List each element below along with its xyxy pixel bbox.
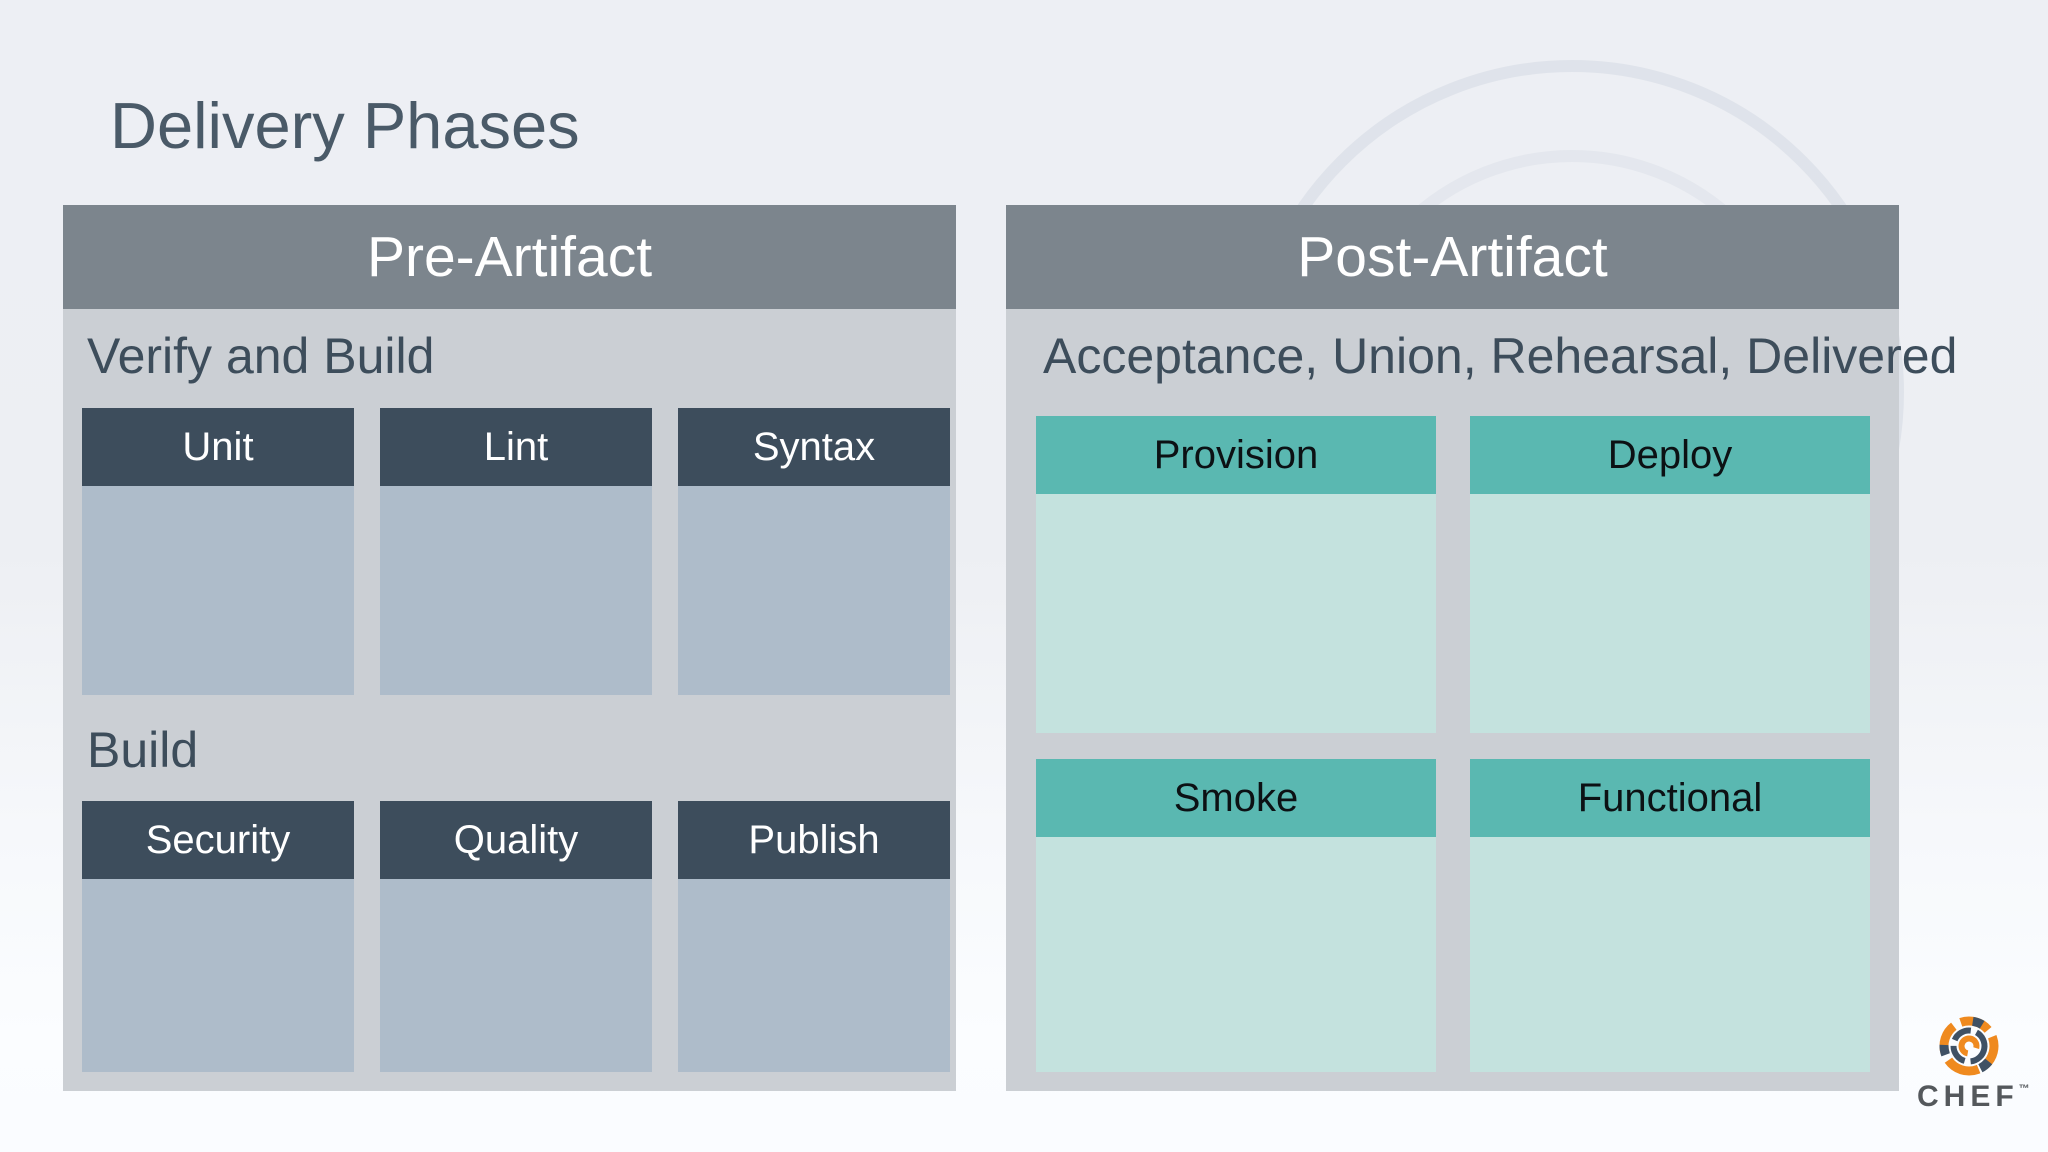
phase-cell: Smoke <box>1036 759 1436 1072</box>
section-label: Verify and Build <box>87 328 435 384</box>
phase-cell-title: Provision <box>1036 416 1436 494</box>
phase-cell: Functional <box>1470 759 1870 1072</box>
phase-cell-body <box>380 486 652 695</box>
phase-cell-title: Unit <box>82 408 354 486</box>
phase-cell-body <box>82 486 354 695</box>
chef-wordmark: CHEF <box>1917 1080 2019 1113</box>
phase-cell-body <box>380 879 652 1072</box>
phase-cell: Security <box>82 801 354 1072</box>
phase-cell-title: Quality <box>380 801 652 879</box>
cell-row: Unit Lint Syntax <box>82 408 950 695</box>
phase-cell: Syntax <box>678 408 950 695</box>
chef-logo-icon <box>1939 1016 1999 1076</box>
panel-pre-artifact: Pre-Artifact Verify and Build Unit Lint … <box>63 205 956 1091</box>
phase-cell: Publish <box>678 801 950 1072</box>
panel-title: Post-Artifact <box>1006 205 1899 309</box>
panel-post-artifact: Post-Artifact Acceptance, Union, Rehears… <box>1006 205 1957 1091</box>
phase-cell-body <box>1470 837 1870 1072</box>
phase-cell: Quality <box>380 801 652 1072</box>
slide-title: Delivery Phases <box>110 89 580 162</box>
phase-cell-body <box>1470 494 1870 733</box>
phase-cell-title: Publish <box>678 801 950 879</box>
phase-cell-body <box>678 486 950 695</box>
phase-cell-body <box>82 879 354 1072</box>
phase-cell-title: Syntax <box>678 408 950 486</box>
phase-cell: Unit <box>82 408 354 695</box>
cell-row: Provision Deploy <box>1036 416 1870 733</box>
phase-cell: Lint <box>380 408 652 695</box>
chef-logo: CHEF™ <box>1917 1014 2030 1114</box>
phase-cell-title: Functional <box>1470 759 1870 837</box>
phase-cell-body <box>1036 494 1436 733</box>
panel-title: Pre-Artifact <box>63 205 956 309</box>
cell-row: Security Quality Publish <box>82 801 950 1072</box>
phase-cell-body <box>1036 837 1436 1072</box>
chef-logo-text: CHEF™ <box>1917 1080 2030 1114</box>
trademark-symbol: ™ <box>2018 1083 2030 1095</box>
phase-cell-title: Lint <box>380 408 652 486</box>
phase-cell-body <box>678 879 950 1072</box>
phase-cell-title: Deploy <box>1470 416 1870 494</box>
cell-row: Smoke Functional <box>1036 759 1870 1072</box>
phase-cell: Deploy <box>1470 416 1870 733</box>
phase-cell-title: Security <box>82 801 354 879</box>
phase-cell-title: Smoke <box>1036 759 1436 837</box>
phase-cell: Provision <box>1036 416 1436 733</box>
section-label: Acceptance, Union, Rehearsal, Delivered <box>1043 328 1958 384</box>
section-label: Build <box>87 722 199 778</box>
